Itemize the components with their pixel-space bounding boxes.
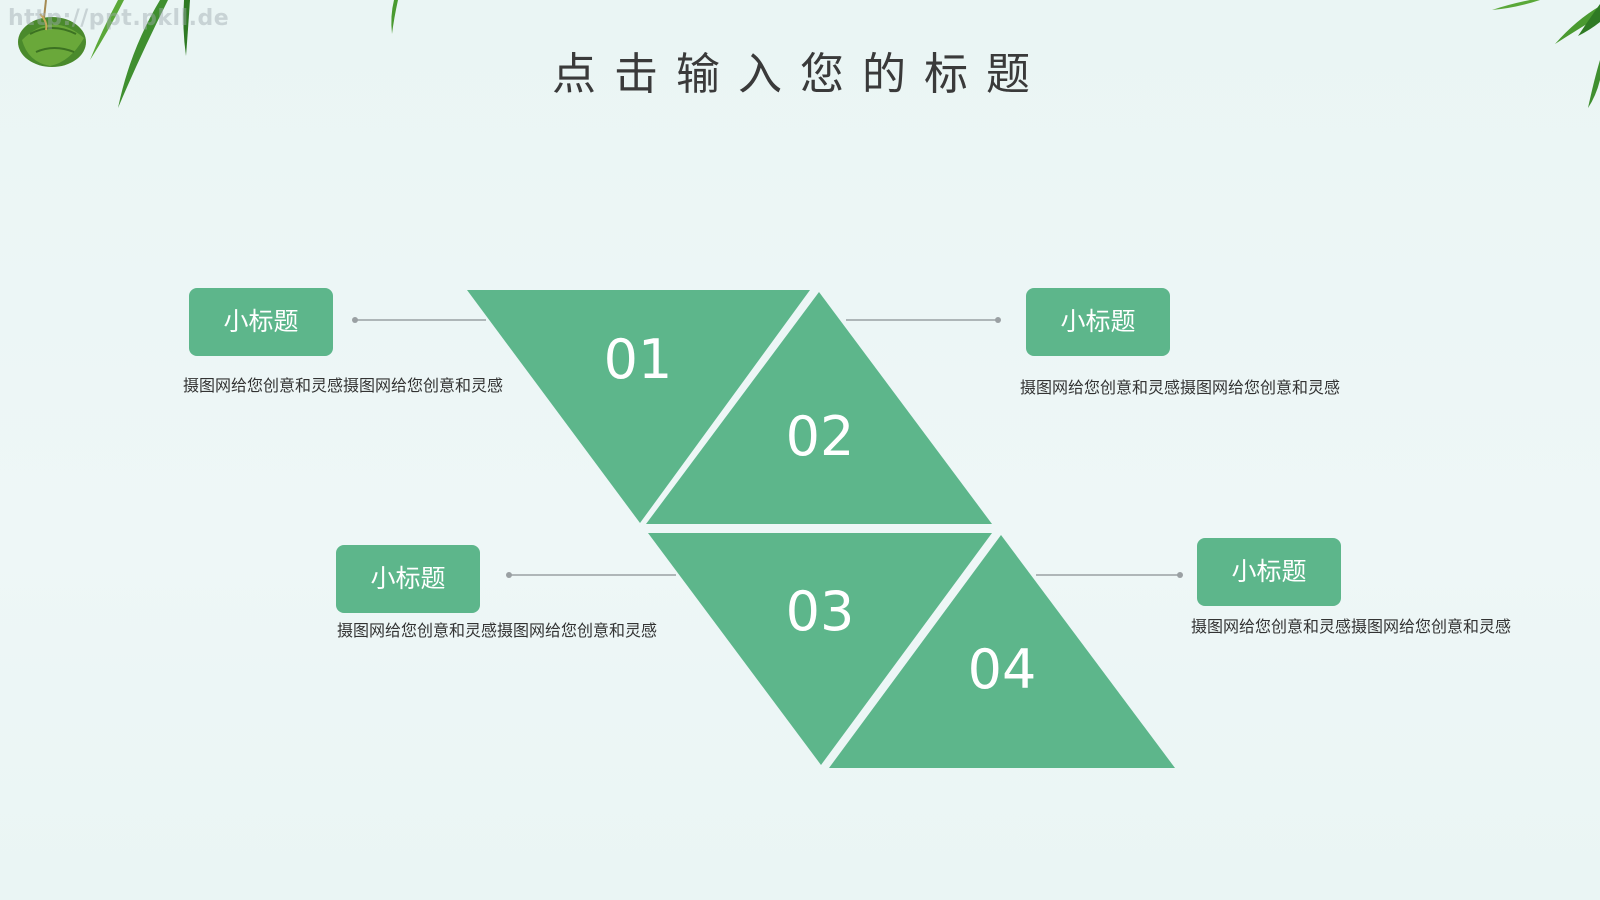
step-label-04[interactable]: 小标题 (1197, 538, 1341, 606)
step-label-01[interactable]: 小标题 (189, 288, 333, 356)
step-description-04: 摄图网给您创意和灵感摄图网给您创意和灵感 (1191, 617, 1512, 636)
connector-dot-02 (995, 317, 1001, 323)
triangle-04[interactable] (829, 535, 1175, 768)
triangle-03[interactable] (648, 533, 992, 765)
triangle-01[interactable] (467, 290, 810, 523)
triangle-02[interactable] (646, 292, 992, 524)
step-description-01: 摄图网给您创意和灵感摄图网给您创意和灵感 (183, 376, 504, 395)
step-number-01: 01 (604, 328, 673, 391)
connector-dot-03 (506, 572, 512, 578)
step-description-03: 摄图网给您创意和灵感摄图网给您创意和灵感 (337, 621, 658, 640)
step-number-04: 04 (968, 638, 1037, 701)
step-label-03[interactable]: 小标题 (336, 545, 480, 613)
page-title[interactable]: 点击输入您的标题 (552, 49, 1048, 100)
step-number-03: 03 (786, 580, 855, 643)
step-number-02: 02 (786, 405, 855, 468)
connector-dot-04 (1177, 572, 1183, 578)
step-description-02: 摄图网给您创意和灵感摄图网给您创意和灵感 (1020, 378, 1341, 397)
connector-dot-01 (352, 317, 358, 323)
watermark: http://ppt.pkll.de (8, 6, 230, 31)
step-label-02[interactable]: 小标题 (1026, 288, 1170, 356)
